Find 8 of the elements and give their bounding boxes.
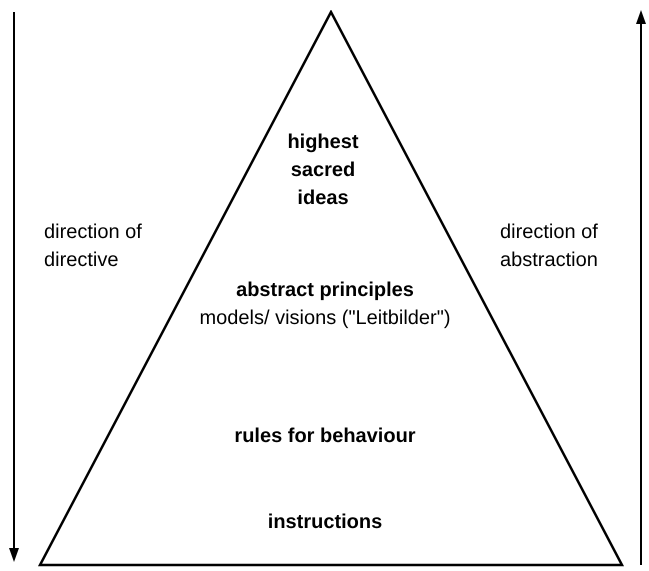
tier-description: models/ visions ("Leitbilder") (200, 306, 450, 331)
tier-heading: instructions (268, 510, 382, 535)
pyramid (38, 10, 624, 567)
tier-heading: rules for behaviour (234, 424, 416, 449)
tier-heading: highest sacred ideas (286, 130, 360, 211)
tier-heading: abstract principles (236, 278, 414, 303)
axis-label: direction of abstraction (500, 220, 599, 273)
axis-label: direction of directive (44, 220, 143, 273)
